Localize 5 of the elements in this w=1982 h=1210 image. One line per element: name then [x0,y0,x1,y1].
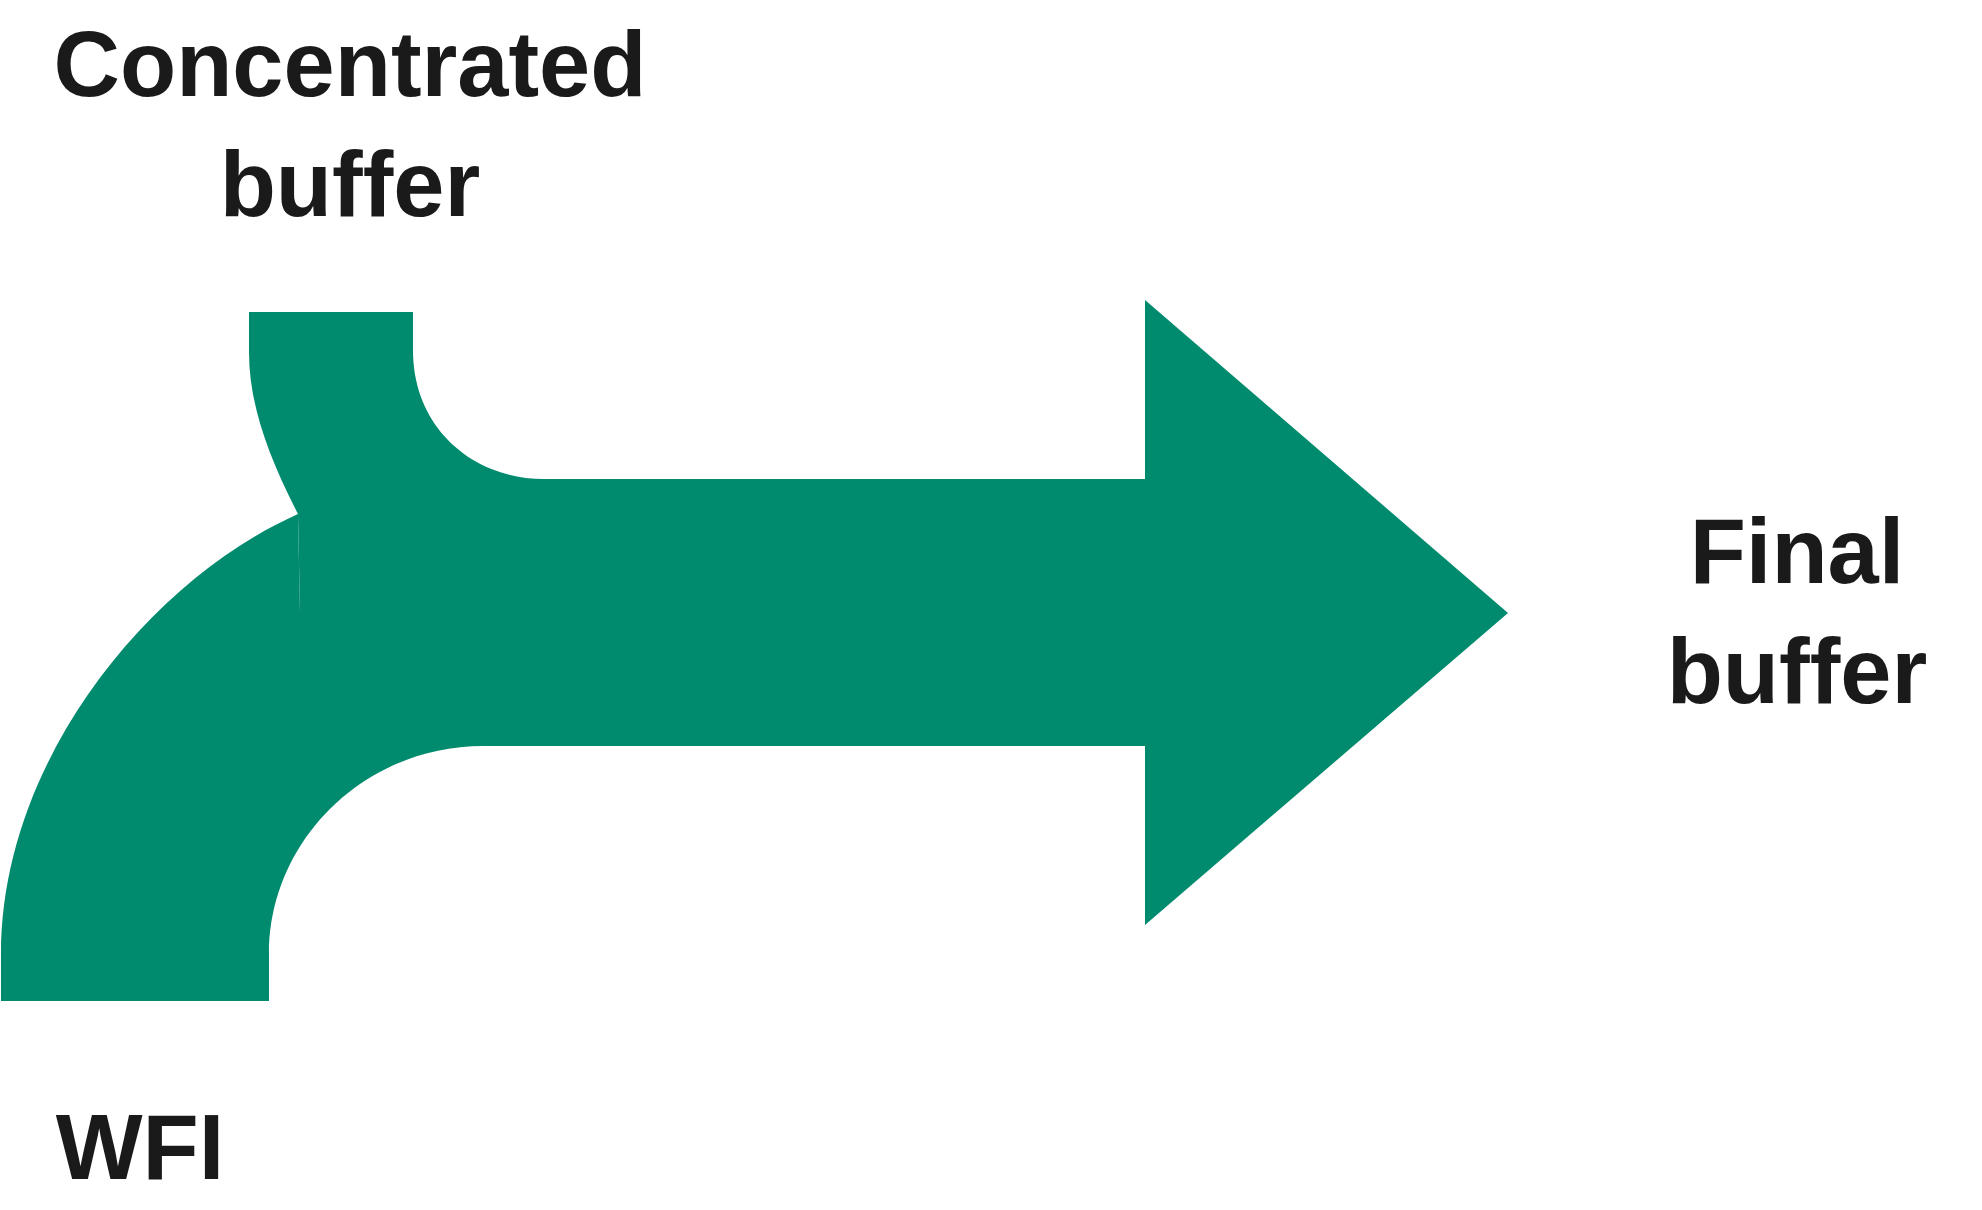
node-label: Final buffer [1665,499,1929,724]
merging-arrow [249,300,1508,613]
node-label: WFI [55,1095,225,1200]
merging-arrow [1,514,1508,1001]
node-label: Concentrated buffer [52,12,648,237]
